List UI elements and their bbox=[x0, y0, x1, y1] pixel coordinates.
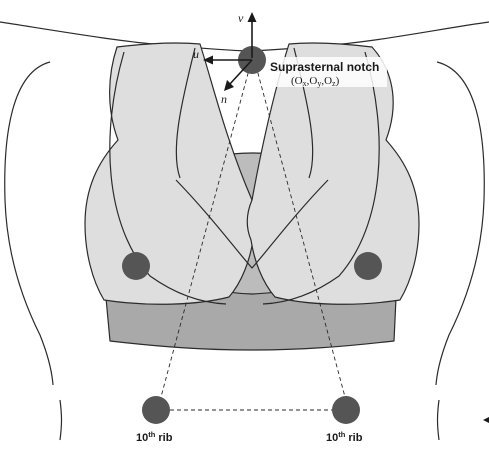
u-axis-label: u bbox=[193, 47, 199, 61]
n-axis-label: n bbox=[221, 92, 227, 106]
v-axis-label: v bbox=[238, 11, 244, 25]
left-nipple-marker bbox=[122, 252, 150, 280]
right-rib-label: 10th rib bbox=[326, 430, 363, 444]
left-rib-marker bbox=[142, 396, 170, 424]
left-rib-label: 10th rib bbox=[136, 430, 173, 444]
right-arm-outline bbox=[436, 62, 484, 385]
bra-garment bbox=[85, 43, 419, 350]
suprasternal-notch-label: Suprasternal notch bbox=[270, 60, 379, 74]
right-rib-marker bbox=[332, 396, 360, 424]
right-torso-outline bbox=[438, 400, 440, 440]
neck-shoulder-line bbox=[0, 22, 489, 51]
left-arm-outline bbox=[5, 62, 53, 385]
v-axis-arrowhead bbox=[248, 12, 257, 22]
left-torso-outline bbox=[60, 400, 62, 440]
edge-marker bbox=[483, 417, 489, 423]
right-nipple-marker bbox=[354, 252, 382, 280]
